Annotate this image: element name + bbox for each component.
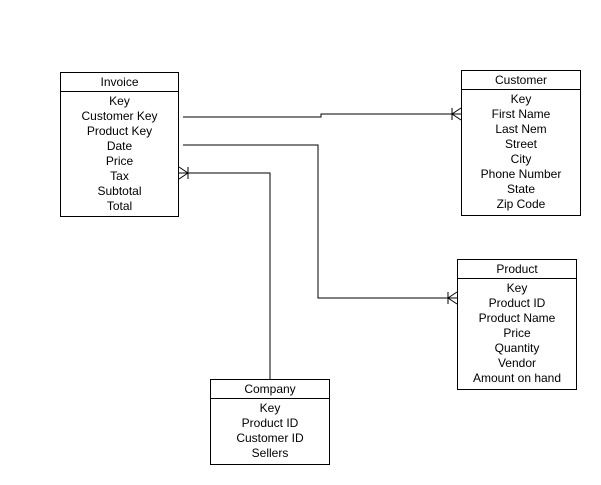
entity-field: Customer Key (81, 109, 158, 123)
entity-field: Product ID (488, 296, 546, 310)
entity-field: Date (106, 139, 133, 153)
entity-field: Customer ID (236, 431, 304, 445)
crowfoot-prong-lower-product (447, 297, 458, 305)
entity-field: Subtotal (97, 184, 142, 198)
relationship-company-invoice (178, 166, 271, 379)
entity-field: Last Nem (495, 122, 547, 136)
entity-field: Product Key (86, 124, 153, 138)
entity-field: State (506, 182, 536, 196)
entity-field: Product Name (478, 311, 556, 325)
entity-field: Price (503, 326, 531, 340)
connector-line-company-invoice (179, 172, 271, 379)
entity-field: Amount on hand (472, 371, 562, 385)
entity-field: Phone Number (480, 167, 562, 181)
entity-field: Tax (110, 169, 129, 183)
entity-field: Total (106, 199, 133, 213)
entity-field: Zip Code (496, 197, 546, 211)
entity-field: Key (510, 92, 532, 106)
entity-field: City (510, 152, 532, 166)
crowfoot-prong-lower-customer (451, 113, 462, 121)
crowfoot-prong-upper-invoice (178, 166, 189, 174)
entity-title: Customer (462, 71, 580, 90)
entity-field: First Name (491, 107, 551, 121)
entity-title: Product (458, 260, 576, 279)
connector-line-invoice-product (183, 144, 457, 299)
entity-field: Key (259, 401, 281, 415)
entity-field: Quantity (494, 341, 540, 355)
entity-field: Sellers (251, 446, 289, 460)
entity-field: Vendor (497, 356, 537, 370)
entity-title: Company (211, 380, 329, 399)
relationship-invoice-customer (183, 107, 462, 121)
crowfoot-prong-upper-product (447, 291, 458, 299)
entity-title: Invoice (61, 73, 178, 92)
connector-line-invoice-customer (183, 113, 461, 118)
entity-field: Key (109, 94, 130, 108)
crowfoot-prong-upper-customer (451, 107, 462, 115)
relationship-invoice-product (183, 144, 458, 305)
crowfoot-prong-lower-invoice (178, 172, 189, 180)
entity-field: Street (504, 137, 537, 151)
entity-field: Product ID (241, 416, 299, 430)
entity-field: Key (506, 281, 528, 295)
entity-field: Price (105, 154, 134, 168)
